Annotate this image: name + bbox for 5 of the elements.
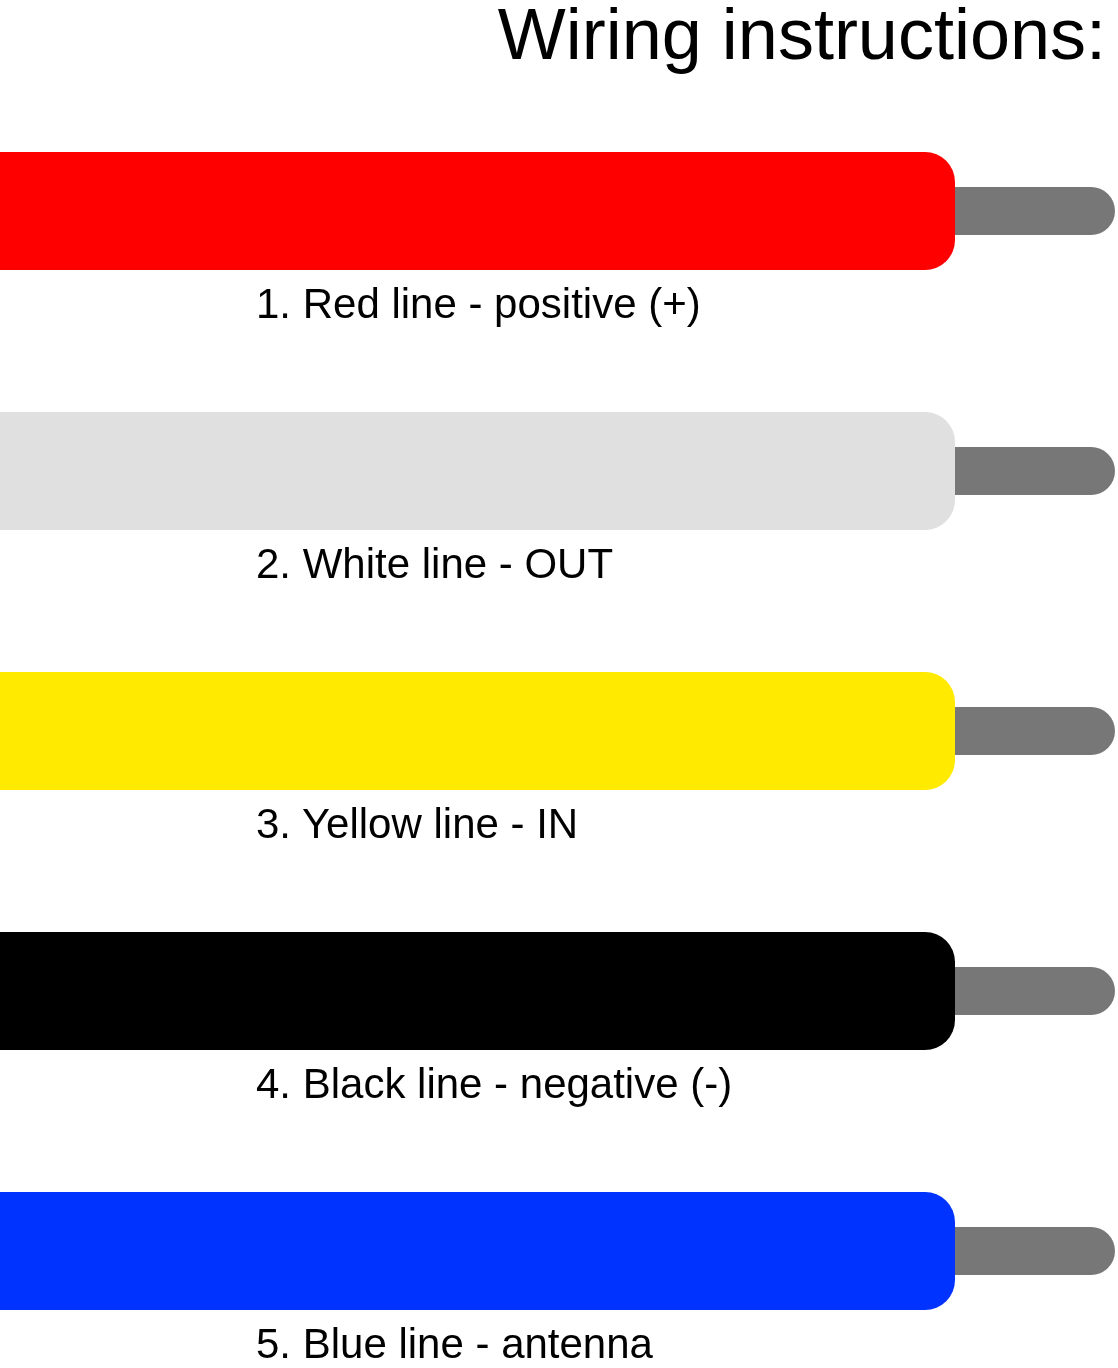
wire-label: 3. Yellow line - IN xyxy=(256,801,579,848)
wire-label: 2. White line - OUT xyxy=(256,541,614,588)
wire-label: 1. Red line - positive (+) xyxy=(256,281,701,328)
wire-label: 5. Blue line - antenna xyxy=(256,1321,653,1368)
wire-label: 4. Black line - negative (-) xyxy=(256,1061,733,1108)
